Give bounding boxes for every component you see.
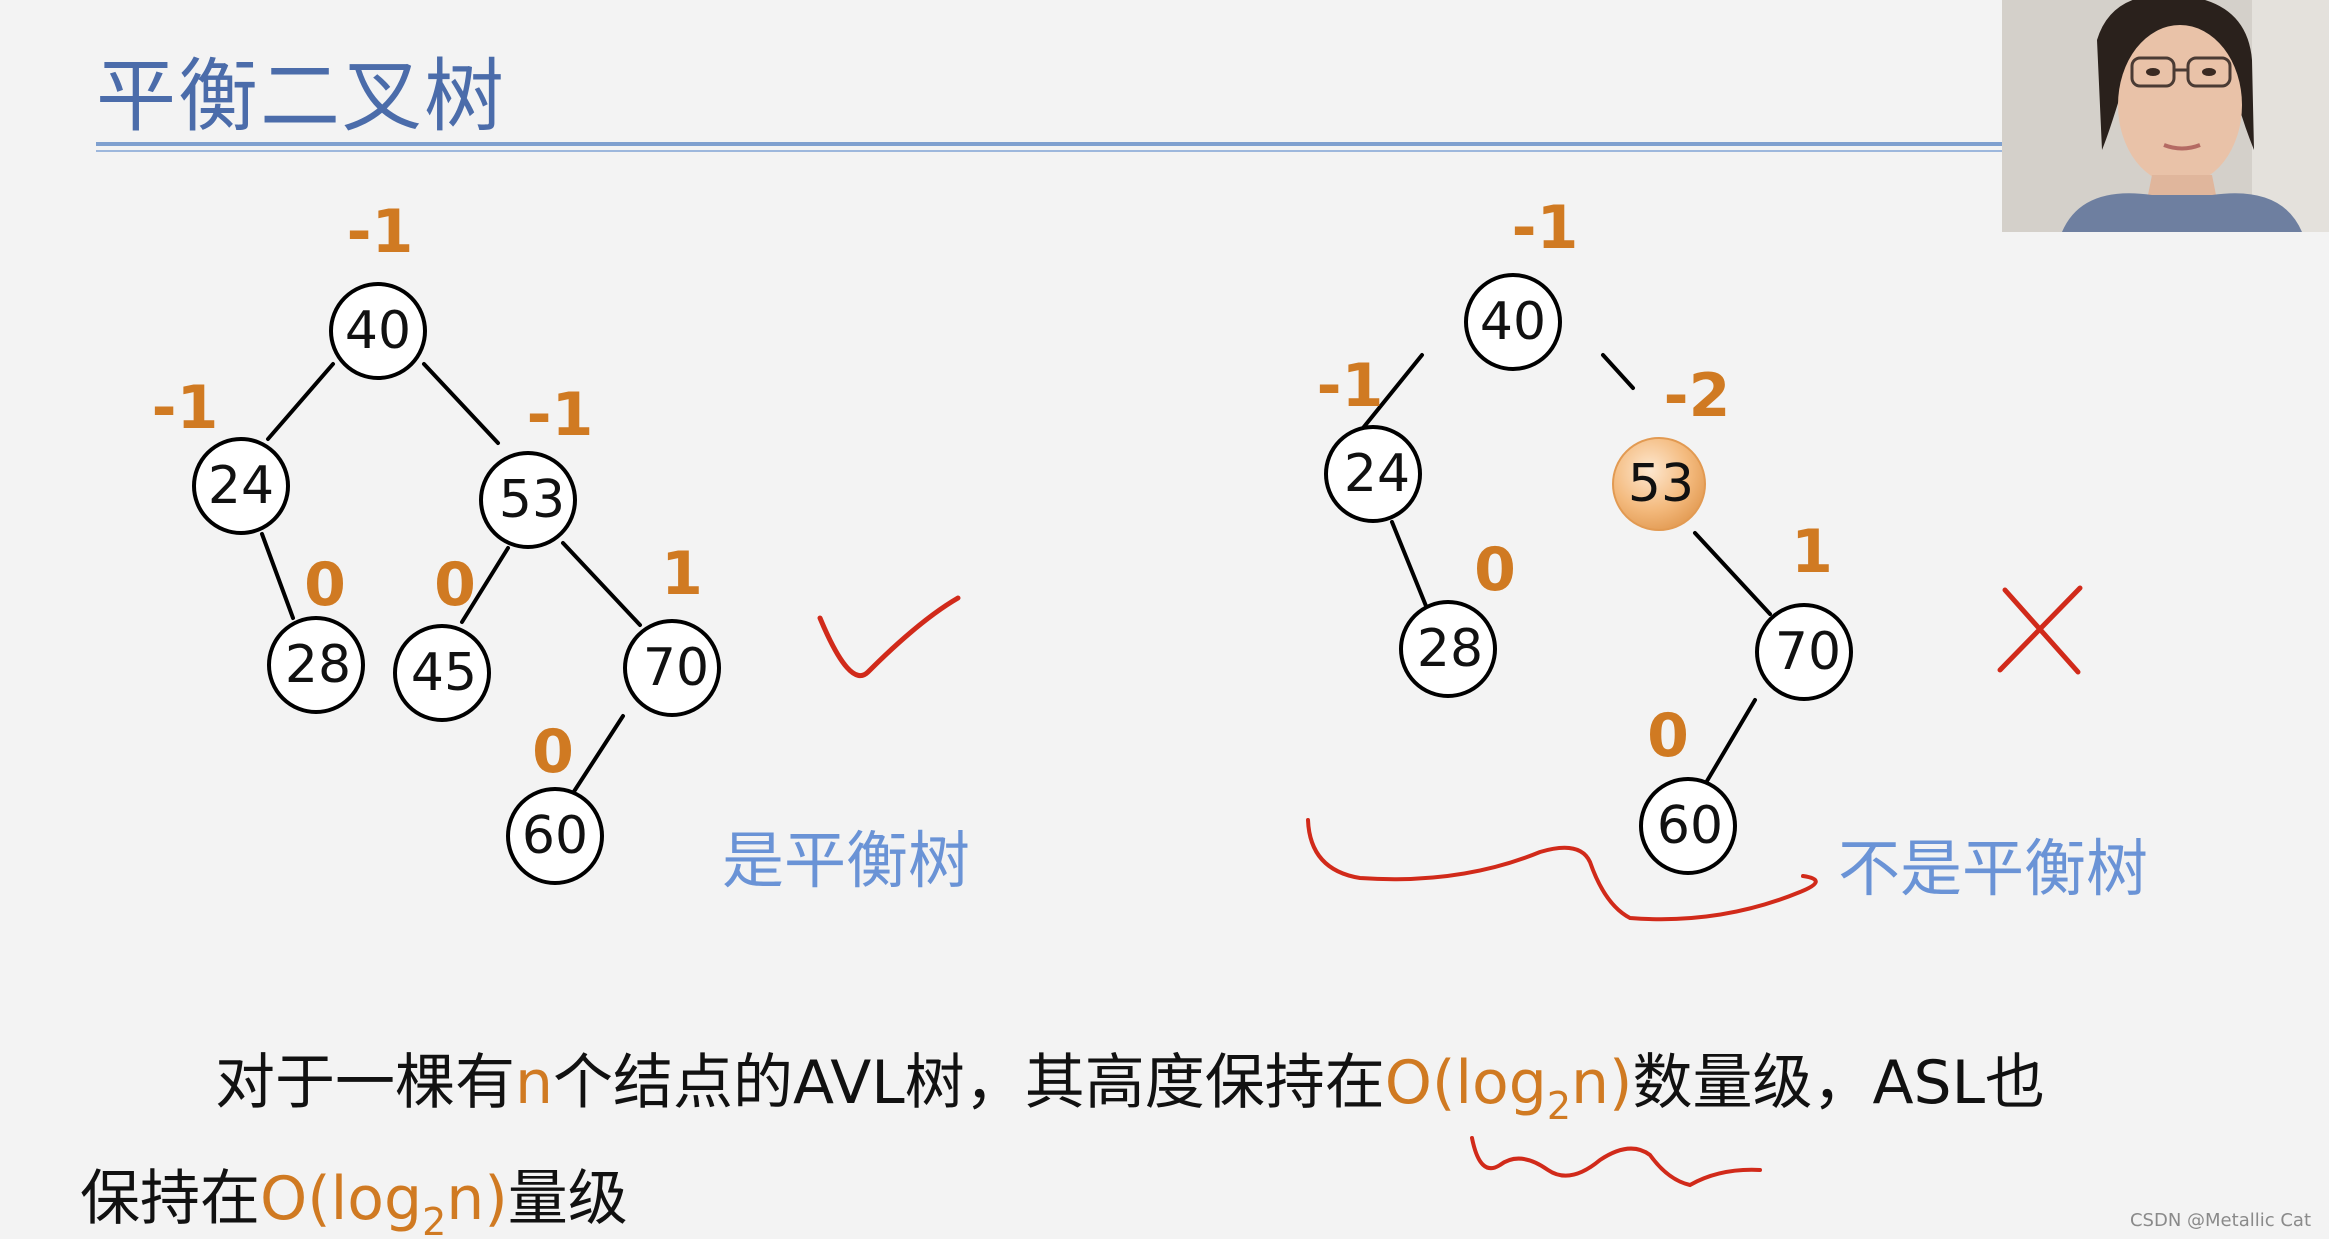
left-node-28: 28	[267, 616, 365, 714]
left-node-40: 40	[329, 282, 427, 380]
left-node-70-label: 70	[643, 638, 709, 698]
statement-line-1: 对于一棵有n个结点的AVL树，其高度保持在O(log2n)数量级，ASL也	[215, 1034, 2046, 1128]
right-node-60: 60	[1639, 777, 1737, 875]
left-node-60: 60	[506, 787, 604, 885]
right-node-28-label: 28	[1417, 619, 1483, 679]
right-node-53-highlighted: 53	[1612, 437, 1706, 531]
left-node-53: 53	[479, 451, 577, 549]
right-edge-53-70	[1693, 531, 1772, 616]
left-node-24-label: 24	[208, 456, 274, 516]
left-edge-53-45	[460, 546, 510, 624]
left-verdict-label: 是平衡树	[722, 824, 971, 897]
complexity-2-b: n)	[446, 1164, 508, 1234]
statement-line2-part-a: 保持在	[80, 1164, 260, 1234]
left-node-40-label: 40	[345, 301, 411, 361]
left-edge-40-24	[266, 362, 335, 441]
left-node-45: 45	[393, 624, 491, 722]
right-node-28: 28	[1399, 600, 1497, 698]
presenter-webcam	[2002, 0, 2329, 232]
complexity-1-sub: 2	[1546, 1084, 1572, 1128]
check-mark-icon	[817, 595, 961, 679]
left-node-28-label: 28	[285, 635, 351, 695]
right-node-60-label: 60	[1657, 796, 1723, 856]
left-node-45-label: 45	[411, 643, 477, 703]
right-node-70-label: 70	[1775, 622, 1841, 682]
left-bf-53: -1	[527, 380, 594, 450]
left-tree-balance-factors: -1 -1 -1 0 0 1 0	[152, 197, 703, 787]
red-underline-annotation	[1306, 818, 1818, 922]
complexity-2-a: O(log	[260, 1164, 423, 1234]
cross-mark-icon	[1997, 585, 2083, 675]
left-edge-40-53	[422, 362, 500, 445]
right-node-24: 24	[1324, 425, 1422, 523]
title-underline-thin	[96, 150, 2002, 152]
complexity-1-a: O(log	[1384, 1048, 1547, 1118]
right-edge-24-28	[1390, 520, 1428, 608]
left-tree-edges	[260, 362, 642, 795]
right-node-40: 40	[1464, 273, 1562, 371]
left-node-70: 70	[623, 619, 721, 717]
left-node-24: 24	[192, 437, 290, 535]
right-tree-nodes: 40 24 53 28 70 60	[1324, 273, 1853, 875]
right-tree-balance-factors: -1 -1 -2 0 1 0	[1317, 193, 1833, 771]
left-node-60-label: 60	[522, 806, 588, 866]
statement-n: n	[515, 1048, 554, 1118]
title-underline	[96, 142, 2002, 146]
statement-line1-part-a: 对于一棵有	[215, 1048, 515, 1118]
right-bf-28: 0	[1474, 535, 1516, 605]
right-edge-40-53	[1601, 353, 1635, 390]
complexity-2-sub: 2	[422, 1200, 447, 1239]
right-edge-70-60	[1705, 698, 1757, 783]
left-node-53-label: 53	[499, 470, 565, 530]
right-bf-70: 1	[1791, 517, 1833, 587]
right-node-24-label: 24	[1344, 444, 1410, 504]
slide-title: 平衡二叉树	[96, 50, 506, 143]
complexity-1-b: n)	[1571, 1048, 1633, 1118]
right-tree-edges	[1361, 353, 1772, 783]
statement-line2-part-d: 量级	[507, 1164, 628, 1234]
right-bf-53: -2	[1664, 361, 1731, 431]
statement-line1-part-c: 数量级，ASL也	[1632, 1048, 2046, 1118]
left-bf-24: -1	[152, 373, 219, 443]
left-bf-45: 0	[434, 550, 476, 620]
left-tree-nodes: 40 24 53 28 45 70	[192, 282, 721, 885]
watermark: CSDN @Metallic Cat	[2129, 1210, 2311, 1231]
statement-line1-part-b: 个结点的AVL树，其高度保持在	[553, 1048, 1385, 1118]
left-bf-60: 0	[532, 717, 574, 787]
right-bf-60: 0	[1647, 701, 1689, 771]
statement-line-2: 保持在O(log2n)量级	[80, 1150, 628, 1239]
right-bf-24: -1	[1317, 351, 1384, 421]
right-node-53-label: 53	[1628, 454, 1694, 514]
complexity-1: O(log2n)	[1384, 1048, 1633, 1128]
right-edge-40-24	[1361, 353, 1424, 430]
right-node-40-label: 40	[1480, 292, 1546, 352]
complexity-2: O(log2n)	[260, 1164, 508, 1239]
left-bf-40: -1	[347, 197, 414, 267]
left-bf-28: 0	[304, 550, 346, 620]
left-edge-70-60	[571, 714, 625, 795]
right-node-70: 70	[1755, 603, 1853, 701]
presenter-image	[2002, 0, 2329, 232]
left-edge-24-28	[260, 532, 295, 620]
left-bf-70: 1	[661, 539, 703, 609]
left-edge-53-70	[561, 541, 642, 627]
right-verdict-label: 不是平衡树	[1838, 832, 2149, 905]
right-bf-40: -1	[1512, 193, 1579, 263]
red-wavy-annotation	[1470, 1136, 1762, 1188]
